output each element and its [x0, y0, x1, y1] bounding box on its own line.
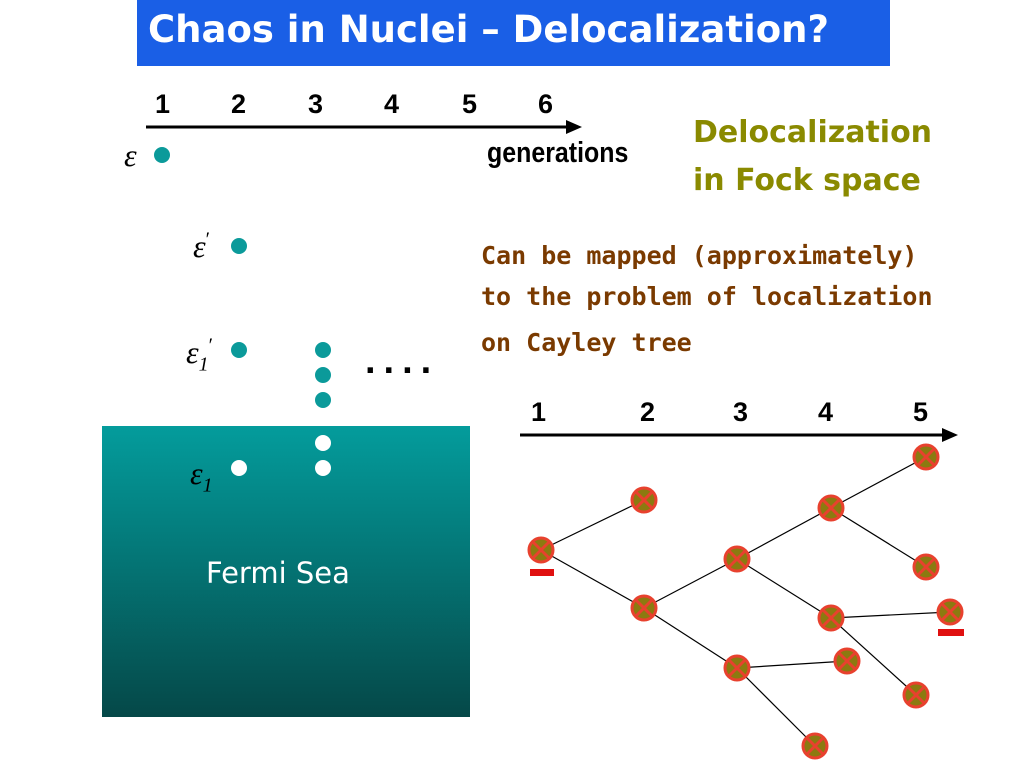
tree-node: [912, 553, 940, 581]
mapped-line-2: to the problem of localization: [481, 282, 933, 311]
fermi-sea-box: [102, 426, 470, 717]
tree-axis-arrow: [520, 428, 958, 442]
dot-epsilon: [154, 147, 170, 163]
tree-node: [902, 681, 930, 709]
hole-epsilon-1: [231, 460, 247, 476]
tree-axis-number-5: 5: [913, 397, 929, 427]
tree-node: [630, 486, 658, 514]
mapped-line-3: on Cayley tree: [481, 328, 692, 357]
tree-axis-number-4: 4: [818, 397, 834, 427]
mapped-line-1: Can be mapped (approximately): [481, 241, 918, 270]
tree-node: [817, 604, 845, 632]
generations-axis-arrow: [146, 120, 582, 134]
slide-title: Chaos in Nuclei – Delocalization?: [148, 8, 829, 51]
generations-label: generations: [487, 137, 629, 169]
tree-node: [912, 443, 940, 471]
hole-gen3-a: [315, 435, 331, 451]
tree-axis-number-3: 3: [733, 397, 749, 427]
tree-node: [801, 732, 829, 760]
dot-gen3-c: [315, 392, 331, 408]
top-axis-number-5: 5: [462, 89, 478, 119]
dot-gen3-b: [315, 367, 331, 383]
top-axis-number-6: 6: [538, 89, 554, 119]
tree-node-root: [527, 536, 555, 564]
tree-node: [723, 654, 751, 682]
tree-node: [723, 545, 751, 573]
tree-axis-number-1: 1: [531, 397, 547, 427]
top-axis-number-3: 3: [308, 89, 324, 119]
tree-node: [833, 647, 861, 675]
epsilon-label: ε: [124, 137, 137, 173]
minus-mark-target: [938, 629, 964, 636]
epsilon-1-label: ε1: [190, 455, 213, 497]
cayley-tree-edges: [540, 456, 951, 747]
dot-gen3-a: [315, 342, 331, 358]
top-axis-number-1: 1: [155, 89, 171, 119]
hole-gen3-b: [315, 460, 331, 476]
tree-node: [817, 494, 845, 522]
tree-axis-number-2: 2: [640, 397, 656, 427]
title-bar: [137, 0, 890, 66]
ellipsis: ....: [365, 340, 440, 382]
delocalization-line-2: in Fock space: [693, 163, 921, 198]
minus-mark-root: [530, 569, 554, 576]
dot-epsilon-1-prime: [231, 342, 247, 358]
delocalization-line-1: Delocalization: [693, 115, 933, 150]
tree-node: [630, 594, 658, 622]
epsilon-prime-label: ε′: [193, 228, 210, 264]
top-axis-number-2: 2: [231, 89, 247, 119]
fermi-sea-label: Fermi Sea: [206, 556, 350, 590]
epsilon-1-prime-label: ε1′: [186, 334, 213, 376]
dot-epsilon-prime: [231, 238, 247, 254]
tree-node-target: [936, 598, 964, 626]
top-axis-number-4: 4: [384, 89, 400, 119]
